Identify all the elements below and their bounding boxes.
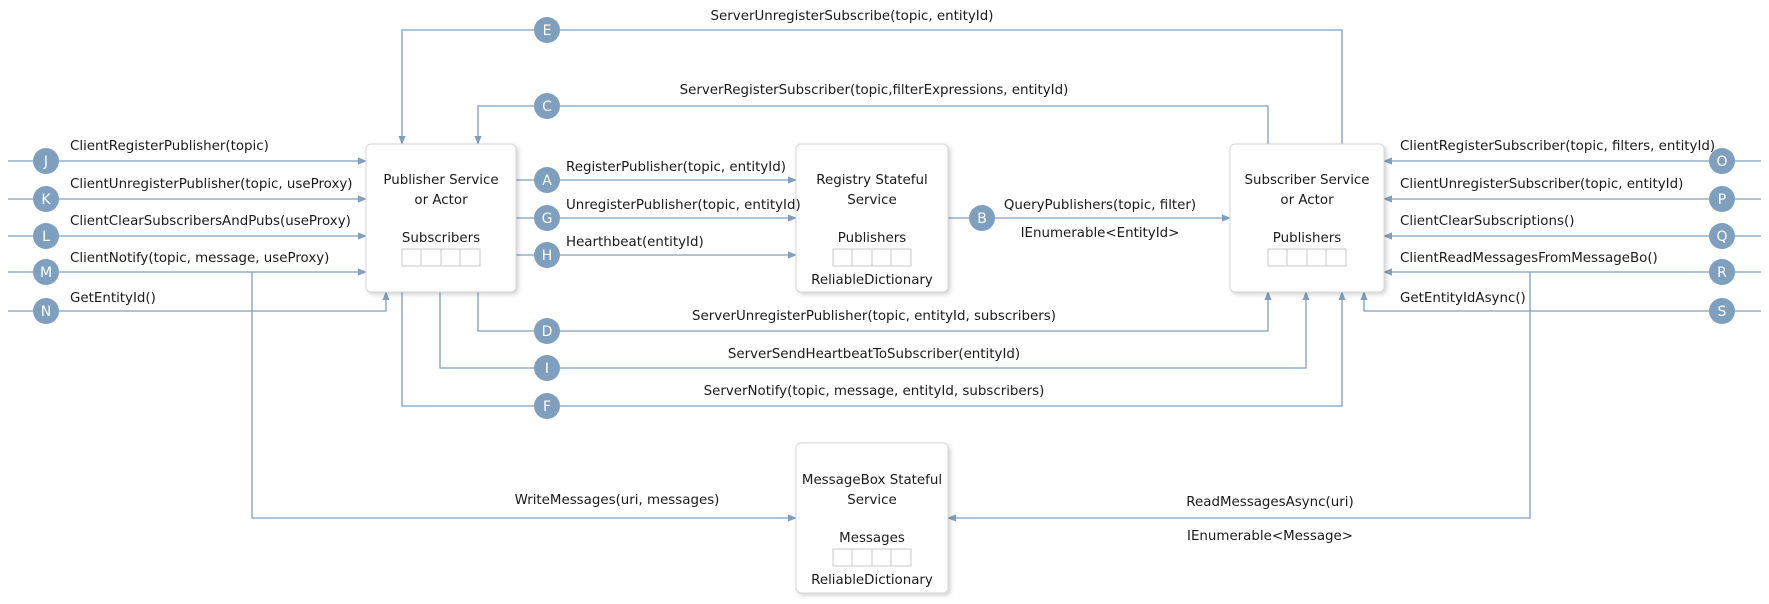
connector-s — [1360, 291, 1761, 312]
connector-c — [474, 105, 1269, 145]
svg-text:F: F — [543, 399, 551, 415]
label-b: QueryPublishers(topic, filter) — [1004, 198, 1196, 213]
publisher-title-line2: or Actor — [414, 193, 468, 208]
marker-o: O — [1709, 148, 1735, 174]
label-a: RegisterPublisher(topic, entityId) — [566, 160, 786, 175]
connector-write — [251, 272, 797, 522]
subscriber-publishers-label: Publishers — [1273, 231, 1341, 246]
svg-text:H: H — [542, 248, 553, 264]
svg-text:D: D — [542, 324, 553, 340]
label-p: ClientUnregisterSubscriber(topic, entity… — [1400, 177, 1683, 192]
subscriber-box: Subscriber Service or Actor Publishers — [1229, 143, 1385, 293]
marker-n: N — [33, 298, 59, 324]
marker-c: C — [534, 93, 560, 119]
registry-publishers-label: Publishers — [838, 231, 906, 246]
svg-text:N: N — [41, 304, 51, 320]
svg-text:Q: Q — [1716, 229, 1727, 245]
marker-m: M — [33, 259, 59, 285]
svg-text:L: L — [42, 229, 50, 245]
svg-text:B: B — [977, 211, 987, 227]
svg-text:C: C — [542, 99, 552, 115]
step-markers: E C J K L M N A G H B O P Q R S D I F — [33, 17, 1735, 419]
svg-text:S: S — [1718, 304, 1727, 320]
registry-box: Registry Stateful Service Publishers Rel… — [795, 143, 949, 293]
svg-text:G: G — [542, 211, 553, 227]
marker-a: A — [534, 167, 560, 193]
registry-title-line2: Service — [847, 193, 897, 208]
messagebox-title-line1: MessageBox Stateful — [802, 473, 942, 488]
connector-e — [398, 29, 1343, 145]
svg-text:R: R — [1717, 265, 1727, 281]
label-b-return: IEnumerable<EntityId> — [1021, 226, 1180, 241]
subscriber-title-line2: or Actor — [1280, 193, 1334, 208]
svg-text:A: A — [542, 173, 552, 189]
label-j: ClientRegisterPublisher(topic) — [70, 139, 269, 154]
svg-text:P: P — [1718, 192, 1726, 208]
label-c: ServerRegisterSubscriber(topic,filterExp… — [680, 83, 1069, 98]
marker-l: L — [33, 223, 59, 249]
publisher-title-line1: Publisher Service — [383, 173, 498, 188]
marker-p: P — [1709, 186, 1735, 212]
label-q: ClientClearSubscriptions() — [1400, 214, 1574, 229]
messagebox-box: MessageBox Stateful Service Messages Rel… — [795, 442, 949, 594]
label-g: UnregisterPublisher(topic, entityId) — [566, 198, 801, 213]
svg-text:M: M — [40, 265, 52, 281]
label-l: ClientClearSubscribersAndPubs(useProxy) — [70, 214, 351, 229]
svg-text:K: K — [41, 192, 51, 208]
marker-e: E — [534, 17, 560, 43]
svg-text:J: J — [43, 154, 48, 170]
connector-n — [8, 291, 390, 312]
label-n: GetEntityId() — [70, 291, 156, 306]
messagebox-reliable-dictionary-label: ReliableDictionary — [811, 573, 933, 588]
svg-text:I: I — [545, 361, 549, 377]
connector-i — [439, 291, 1310, 369]
messagebox-messages-label: Messages — [839, 531, 905, 546]
label-k: ClientUnregisterPublisher(topic, useProx… — [70, 177, 353, 192]
subscriber-storage-icon — [1267, 248, 1347, 267]
label-m: ClientNotify(topic, message, useProxy) — [70, 251, 329, 266]
label-e: ServerUnregisterSubscribe(topic, entityI… — [711, 9, 994, 24]
registry-storage-icon — [832, 248, 912, 267]
registry-reliable-dictionary-label: ReliableDictionary — [811, 273, 933, 288]
connector-labels: ServerUnregisterSubscribe(topic, entityI… — [70, 9, 1715, 544]
marker-b: B — [969, 205, 995, 231]
connector-read — [947, 272, 1531, 522]
label-write-messages: WriteMessages(uri, messages) — [515, 493, 720, 508]
marker-g: G — [534, 205, 560, 231]
label-h: Hearthbeat(entityId) — [566, 235, 704, 250]
publisher-storage-icon — [401, 248, 481, 267]
publisher-subscribers-label: Subscribers — [402, 231, 480, 246]
publisher-box: Publisher Service or Actor Subscribers — [365, 143, 517, 293]
marker-j: J — [33, 148, 59, 174]
subscriber-title-line1: Subscriber Service — [1244, 173, 1369, 188]
messagebox-title-line2: Service — [847, 493, 897, 508]
marker-d: D — [534, 318, 560, 344]
label-read-messages: ReadMessagesAsync(uri) — [1186, 495, 1353, 510]
label-o: ClientRegisterSubscriber(topic, filters,… — [1400, 139, 1715, 154]
messagebox-storage-icon — [832, 548, 912, 567]
svg-text:O: O — [1716, 154, 1727, 170]
marker-k: K — [33, 186, 59, 212]
label-r: ClientReadMessagesFromMessageBo() — [1400, 251, 1658, 266]
marker-q: Q — [1709, 223, 1735, 249]
marker-h: H — [534, 242, 560, 268]
marker-r: R — [1709, 259, 1735, 285]
svg-text:E: E — [543, 23, 552, 39]
marker-s: S — [1709, 298, 1735, 324]
label-f: ServerNotify(topic, message, entityId, s… — [704, 384, 1045, 399]
marker-f: F — [534, 393, 560, 419]
connector-d — [477, 291, 1272, 332]
registry-title-line1: Registry Stateful — [816, 173, 927, 188]
label-i: ServerSendHeartbeatToSubscriber(entityId… — [728, 347, 1020, 362]
label-read-messages-return: IEnumerable<Message> — [1187, 529, 1353, 544]
connector-f — [401, 291, 1346, 407]
label-d: ServerUnregisterPublisher(topic, entityI… — [692, 309, 1056, 324]
label-s: GetEntityIdAsync() — [1400, 291, 1526, 306]
marker-i: I — [534, 355, 560, 381]
